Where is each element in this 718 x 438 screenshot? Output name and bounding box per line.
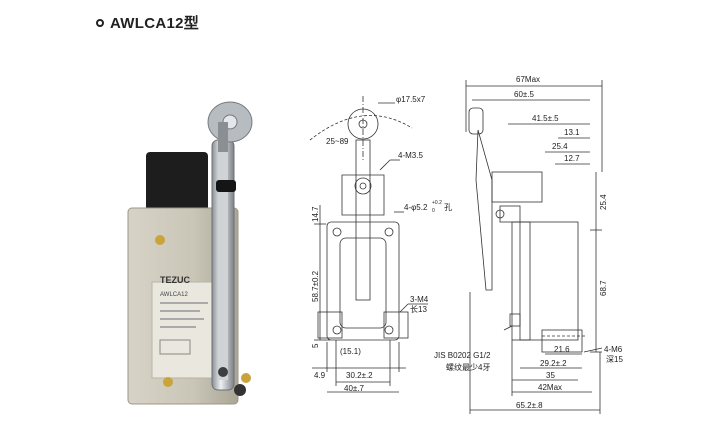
dim-4-9: 4.9: [314, 371, 326, 380]
dim-60: 60±.5: [514, 90, 535, 99]
dim-hole-tol-low: 0: [432, 208, 435, 214]
dim-m4: 3-M4: [410, 295, 429, 304]
thread-spec: JIS B0202 G1/2: [434, 351, 491, 360]
dim-angle: 25~89: [326, 137, 349, 146]
dim-hole-suffix: 孔: [444, 203, 452, 212]
dim-15-1: (15.1): [340, 347, 361, 356]
page-title: AWLCA12型: [96, 12, 199, 33]
dim-screw: 4-M3.5: [398, 151, 423, 160]
mount-hole: [234, 384, 246, 396]
dim-25-4a: 25.4: [552, 142, 568, 151]
dim-67: 67Max: [516, 75, 540, 84]
dim-42: 42Max: [538, 383, 562, 392]
dim-21-6: 21.6: [554, 345, 570, 354]
dim-25-4b: 25.4: [599, 194, 608, 210]
dim-5: 5: [311, 343, 320, 348]
bullet-ring-icon: [96, 18, 104, 27]
brand-text: TEZUC: [160, 275, 190, 285]
dim-58-7: 58.7±0.2: [311, 270, 320, 302]
dim-roller-dia: φ17.5x7: [396, 95, 426, 104]
title-text: AWLCA12型: [110, 15, 200, 32]
dim-12-7: 12.7: [564, 154, 580, 163]
dim-14-7: 14.7: [311, 206, 320, 222]
dim-40: 40±.7: [344, 384, 365, 393]
screw-icon: [163, 377, 173, 387]
dim-30-2: 30.2±.2: [346, 371, 373, 380]
dim-68-7: 68.7: [599, 280, 608, 296]
dim-29-2: 29.2±.2: [540, 359, 567, 368]
dim-m6-depth: 深15: [606, 355, 623, 364]
dim-13-1: 13.1: [564, 128, 580, 137]
dim-35: 35: [546, 371, 555, 380]
thread-note: 螺纹最少4牙: [446, 362, 490, 372]
dim-41-5: 41.5±.5: [532, 114, 559, 123]
dim-m4-depth: 长13: [410, 304, 427, 314]
model-text: AWLCA12: [160, 292, 188, 298]
switch-head: [146, 152, 208, 220]
dim-m6: 4-M6: [604, 345, 623, 354]
screw-icon: [155, 235, 165, 245]
dim-hole-tol: +0.2: [432, 200, 442, 206]
dim-65-2: 65.2±.8: [516, 401, 543, 410]
dim-hole: 4-φ5.2: [404, 203, 428, 212]
screw-icon: [241, 373, 251, 383]
